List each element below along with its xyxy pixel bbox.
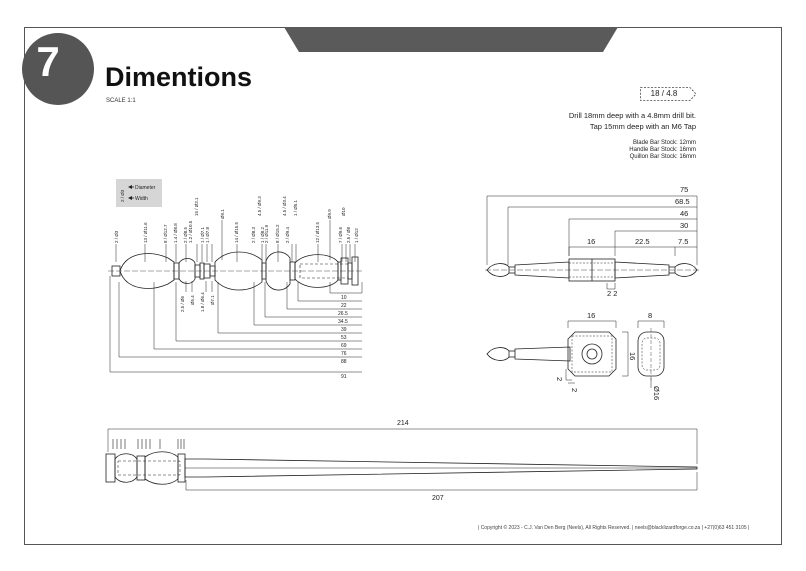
length-26-5: 26.5 [338,311,348,317]
callout-top-19: 1 / Ø5.1 [293,199,298,216]
blade-total-length: 214 [397,420,409,427]
handle-length-dimensions [109,276,363,373]
quillon-length-46: 46 [680,209,688,218]
callout-top-11: 14 / Ø15.5 [234,221,239,243]
dimension-legend [116,179,162,207]
page-title: Dimentions [105,62,253,92]
callout-top-9: 1 / Ø7.8 [205,226,210,243]
quillon-front-view [485,258,700,282]
quillon-end-labels: 8 Ø16 [648,311,661,400]
callout-top-3: 8 / Ø12.7 [163,224,168,243]
callout-top-14: 1 / Ø8.2 [260,226,265,243]
quillon-top-dimensions [565,320,629,384]
copyright-footer: | Copyright © 2023 - C.J. Van Den Berg (… [478,525,750,531]
handle-stock-note: Handle Bar Stock: 16mm [629,147,696,153]
tap-instruction: Tap 15mm deep with an M6 Tap [589,122,696,131]
quillon-top-view [486,331,617,377]
blade-dimension-ticks [112,439,185,449]
blade-stock-note: Blade Bar Stock: 12mm [632,140,696,146]
callout-top-16: 8 / Ø15.2 [275,224,280,243]
legend-diameter-label: Diameter [135,185,156,191]
quillon-segment-7-5: 7.5 [678,237,688,246]
blade-side-view [105,451,698,485]
handle-top-brackets [115,220,356,262]
legend-content: 2 / Ø3 Diameter Width [120,185,156,202]
scale-label: SCALE 1:1 [106,98,136,104]
quillon-length-68-5: 68.5 [675,197,690,206]
callout-top-12: 2 / Ø8.3 [251,226,256,243]
callout-top-20: 12 / Ø13.5 [315,221,320,243]
callout-top-23: Ø10 [341,207,346,216]
drill-tag-label: 18 / 4.8 [650,89,678,98]
quillon-segment-16: 16 [587,237,595,246]
header-banner [284,27,618,52]
length-34-5: 34.5 [338,319,348,325]
handle-bottom-callouts: 2.5 / Ø6 Ø5.4 1.8 / Ø6.4 Ø7.1 [180,281,215,312]
callout-top-7: 15 / Ø3.1 [194,197,199,216]
callout-top-2: 13 / Ø11.6 [143,222,148,243]
callout-top-22: 7 / Ø9.6 [338,226,343,243]
blade-labels: 214 207 [397,420,444,502]
callout-bottom-1: 2.5 / Ø6 [180,295,185,312]
callout-top-4: 1.4 / Ø8.8 [173,223,178,243]
quillon-gap: 2 2 [607,289,617,298]
quillon-top-width: 16 [587,311,595,320]
callout-top-10: Ø9.1 [220,209,225,219]
length-69: 69 [341,343,347,349]
callout-top-15: 2 / Ø11.9 [264,224,269,243]
quillon-length-30: 30 [680,221,688,230]
length-22: 22 [341,303,347,309]
quillon-top-labels: 16 16 2 2 [555,311,637,392]
length-53: 53 [341,335,347,341]
quillon-height: 16 [628,352,637,360]
callout-top-5: 2 / Ø8.5 [183,226,188,243]
quillon-end-view [637,320,665,388]
legend-arrow-width [128,196,132,200]
callout-bottom-3: 1.8 / Ø6.4 [200,292,205,312]
quillon-stock-note: Quillon Bar Stock: 16mm [629,154,696,160]
legend-width-label: Width [135,196,148,202]
callout-top-24: 2.5 / Ø8 [346,226,351,243]
callout-top-21: Ø9.9 [327,209,332,219]
callout-top-1: 2 / Ø3 [114,230,119,243]
legend-arrow-diameter [128,185,132,189]
drawing-sheet [24,27,782,545]
blade-length: 207 [432,495,444,502]
end-diameter: Ø16 [652,386,661,400]
quillon-front-labels: 75 68.5 46 30 16 22.5 7.5 2 2 [587,185,690,298]
quillon-side-gap-2: 2 [570,388,579,392]
callout-top-25: 1 / Ø12 [354,228,359,243]
end-width: 8 [648,311,652,320]
callout-top-13: 4.5 / Ø9.3 [257,196,262,216]
length-88: 88 [341,359,347,365]
handle-top-labels: 2 / Ø3 13 / Ø11.6 8 / Ø12.7 1.4 / Ø8.8 2… [114,196,359,243]
callout-bottom-4: Ø7.1 [210,295,215,305]
handle-length-labels: 10 22 26.5 34.5 39 53 69 76 88 91 [338,295,348,380]
quillon-segment-22-5: 22.5 [635,237,650,246]
length-10: 10 [341,295,347,301]
handle-profile [108,251,362,291]
length-39: 39 [341,327,347,333]
page-number-badge [22,33,94,105]
page-number: 7 [36,38,60,85]
callout-top-8: 1 / Ø7.1 [200,226,205,243]
length-76: 76 [341,351,347,357]
callout-top-18: 4.5 / Ø3.4 [282,196,287,216]
quillon-side-gap-1: 2 [555,377,564,381]
drill-instruction: Drill 18mm deep with a 4.8mm drill bit. [568,111,696,120]
callout-bottom-2: Ø5.4 [190,295,195,305]
quillon-front-dimensions [486,195,698,290]
callout-top-6: 1.2 / Ø10.5 [188,220,193,243]
quillon-length-75: 75 [680,185,688,194]
length-91: 91 [341,374,347,380]
legend-sample: 2 / Ø3 [120,189,125,202]
blade-dimensions [107,428,698,491]
callout-top-17: 2 / Ø9.4 [285,226,290,243]
